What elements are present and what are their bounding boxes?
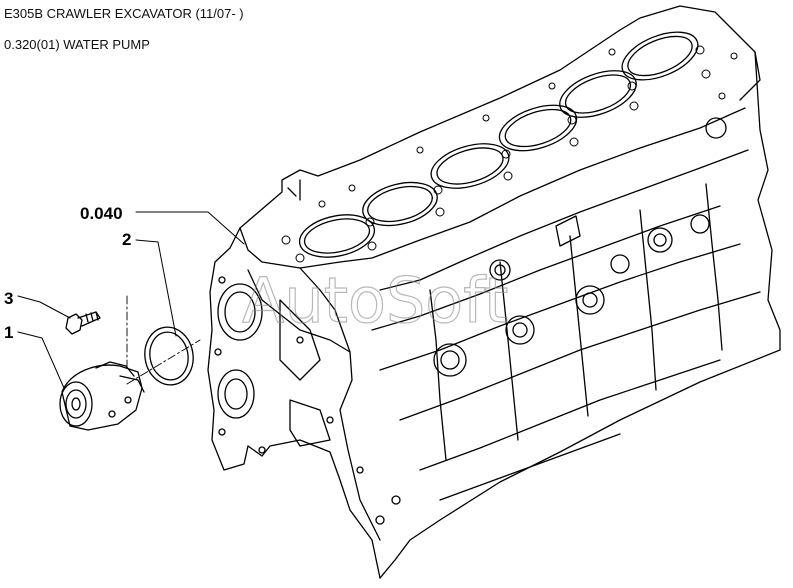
diagram-title: E305B CRAWLER EXCAVATOR (11/07- ) — [4, 6, 244, 21]
callout-pump: 1 — [4, 323, 13, 342]
callout-bolt: 3 — [4, 289, 13, 308]
callout-block: 0.040 — [80, 204, 123, 223]
gasket-part — [144, 326, 194, 386]
diagram-subtitle: 0.320(01) WATER PUMP — [4, 37, 150, 52]
leader-lines — [17, 211, 245, 389]
watermark-text: AutoSoft — [242, 264, 508, 337]
water-pump-part — [59, 361, 145, 431]
callout-gasket: 2 — [122, 230, 131, 249]
assembly-axis — [126, 295, 201, 385]
bolt-part — [65, 311, 101, 335]
engine-block — [207, 5, 781, 579]
